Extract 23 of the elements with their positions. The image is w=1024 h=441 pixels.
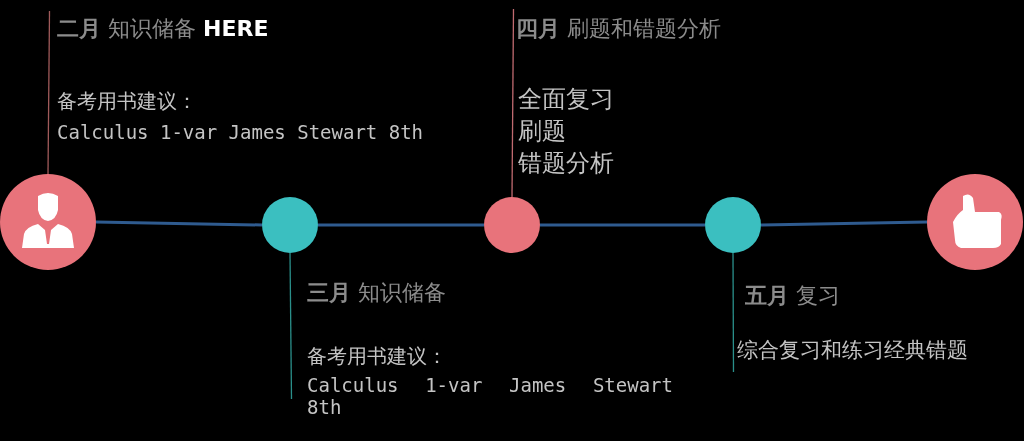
timeline-line <box>760 220 928 227</box>
leader-line <box>47 10 51 175</box>
leader-line <box>511 8 515 198</box>
month-heading: 五月 复习 <box>745 283 840 309</box>
timeline-dot <box>705 197 761 253</box>
timeline-line <box>95 220 263 227</box>
leader-line <box>289 252 293 400</box>
timeline-line <box>318 223 484 227</box>
leader-line <box>732 252 735 373</box>
note-text: 全面复习 <box>518 86 614 114</box>
note-text: 刷题 <box>518 118 566 146</box>
book-title: Calculus 1-var James Stewart 8th <box>57 122 424 144</box>
timeline-line <box>540 223 705 227</box>
timeline-dot <box>262 197 318 253</box>
note-text: 综合复习和练习经典错题 <box>737 338 968 363</box>
book-title: Calculus 1-var James Stewart 8th <box>307 375 673 419</box>
note-text: 备考用书建议： <box>57 90 197 113</box>
note-text: 错题分析 <box>518 150 614 178</box>
timeline-dot <box>484 197 540 253</box>
month-heading: 四月 刷题和错题分析 <box>516 16 721 42</box>
month-heading: 二月 知识储备 HERE <box>57 16 269 42</box>
note-text: 备考用书建议： <box>307 345 447 368</box>
month-heading: 三月 知识储备 <box>307 280 446 306</box>
